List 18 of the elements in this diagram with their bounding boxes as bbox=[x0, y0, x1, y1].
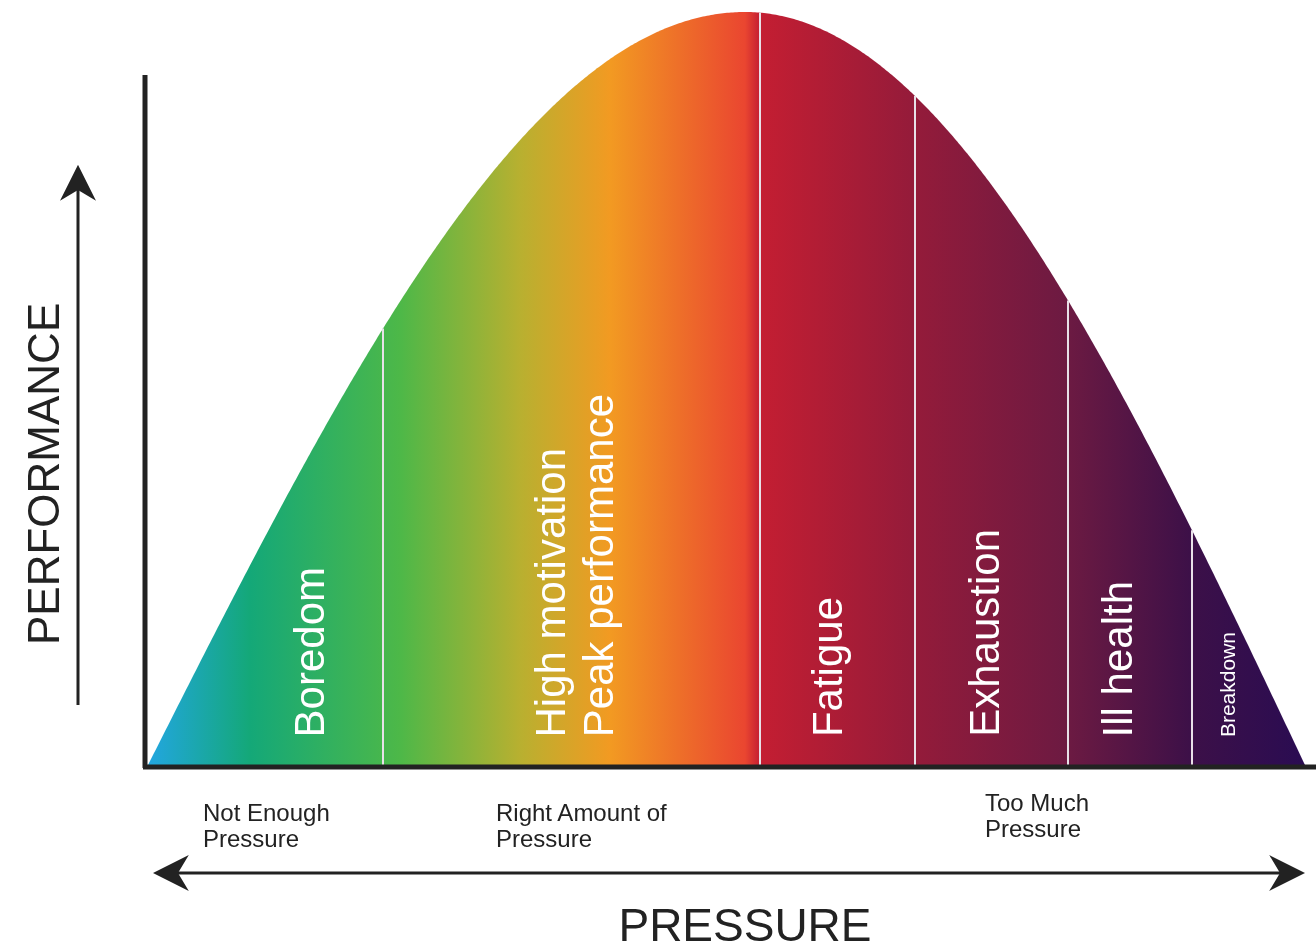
zone-label: Breakdown bbox=[1217, 631, 1239, 737]
zone-band bbox=[383, 12, 760, 765]
axis-label: PERFORMANCE bbox=[20, 301, 69, 645]
zone-band bbox=[1068, 300, 1192, 765]
zone-label: High motivation bbox=[528, 447, 573, 737]
zone-label: Ill health bbox=[1095, 580, 1141, 737]
zone-band bbox=[148, 328, 383, 765]
zone-band bbox=[760, 12, 915, 765]
zone-band bbox=[915, 96, 1068, 765]
range-label: Right Amount of Pressure bbox=[496, 800, 668, 853]
zone-band bbox=[1192, 530, 1305, 765]
range-label: Not Enough Pressure bbox=[203, 800, 331, 853]
axis-label: PRESSURE bbox=[617, 900, 873, 951]
zone-label: Fatigue bbox=[805, 596, 851, 737]
range-label: Too Much Pressure bbox=[985, 790, 1091, 843]
zone-label: Boredom bbox=[287, 566, 333, 737]
zone-label: Peak performance bbox=[577, 393, 622, 737]
zone-label: Exhaustion bbox=[962, 529, 1008, 737]
